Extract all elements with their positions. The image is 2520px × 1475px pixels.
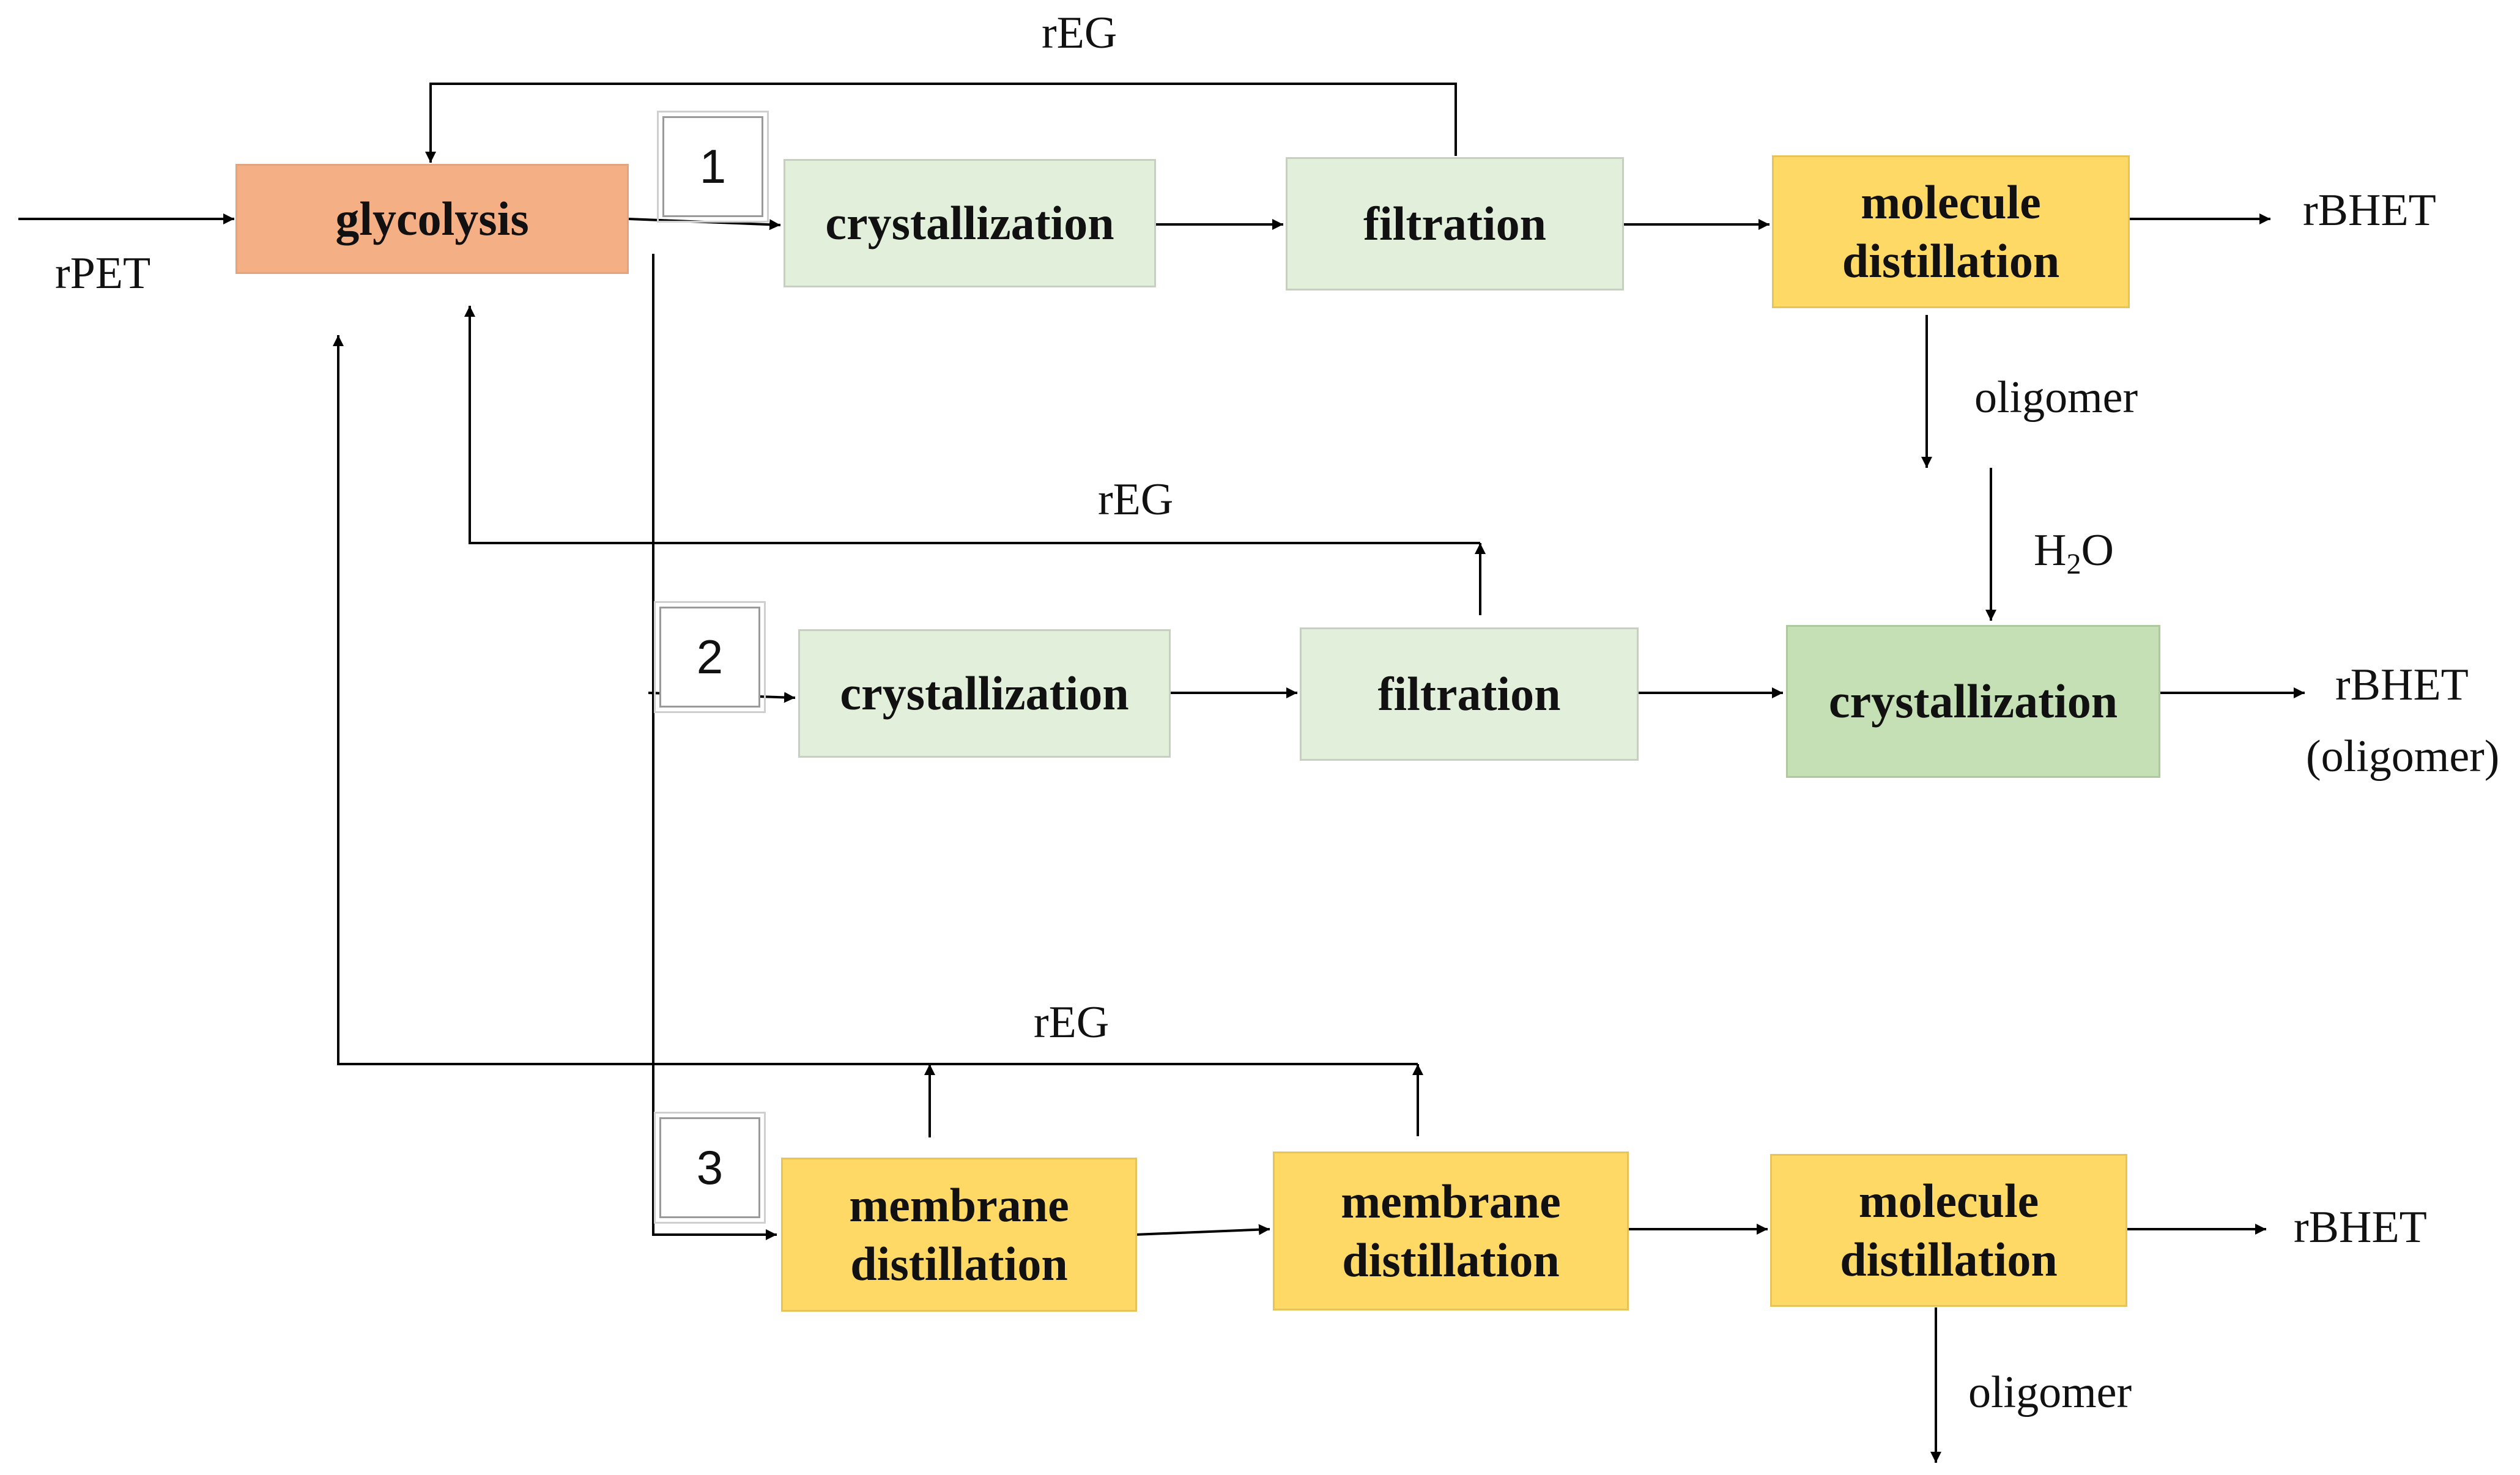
r1-filtration-box-label: filtration [1363, 197, 1546, 250]
reg-top-label: rEG [1042, 8, 1117, 58]
r3-product-label: rBHET [2294, 1202, 2427, 1252]
r2-filtration-box: filtration [1300, 627, 1639, 761]
r2-filtration-box-label: filtration [1377, 667, 1561, 720]
r2-crystallization-box: crystallization [798, 629, 1171, 758]
r1-oligomer-label: oligomer [1974, 372, 2138, 423]
glycolysis-box: glycolysis [235, 164, 629, 274]
r3-membrane-distillation-1-box: membrane distillation [781, 1158, 1137, 1312]
route-2-tag: 2 [654, 601, 766, 713]
glycolysis-box-label: glycolysis [335, 192, 529, 245]
water-label-main: H [2034, 525, 2067, 575]
reg-middle-label: rEG [1098, 475, 1174, 525]
feed-label: rPET [55, 248, 151, 298]
r1-molecule-distillation-box-label: molecule distillation [1842, 176, 2060, 287]
r2-crystallization-final-box-label: crystallization [1828, 675, 2118, 728]
r1-crystallization-box-label: crystallization [825, 196, 1114, 250]
r1-molecule-distillation-box: molecule distillation [1772, 155, 2130, 308]
r3-reg-recycle-line [333, 335, 1418, 1065]
r1-filtration-box: filtration [1286, 157, 1624, 290]
r1-crystallization-box: crystallization [784, 159, 1156, 287]
r1-product-label: rBHET [2303, 185, 2436, 235]
r2-crystallization-final-box: crystallization [1786, 625, 2160, 778]
r3-membrane-distillation-1-box-label: membrane distillation [849, 1178, 1069, 1290]
r2-product-note-label: (oligomer) [2306, 731, 2500, 782]
r3-oligomer-label: oligomer [1968, 1367, 2132, 1418]
r1-reg-recycle-line [425, 83, 1457, 163]
r3-membrane-distillation-2-box-label: membrane distillation [1341, 1175, 1561, 1287]
water-label: H2O [2034, 525, 2114, 590]
r1-glycolysis-to-crystallization-arrow [628, 218, 781, 231]
route-1-tag: 1 [657, 111, 769, 223]
r3-molecule-distillation-box-label: molecule distillation [1840, 1174, 2058, 1286]
route-3-tag: 3 [654, 1112, 766, 1224]
r2-crystallization-box-label: crystallization [840, 667, 1129, 720]
r3-md1-to-md2-arrow [1134, 1224, 1270, 1236]
r2-product-label: rBHET [2335, 660, 2469, 710]
r3-membrane-distillation-2-box: membrane distillation [1273, 1152, 1629, 1310]
water-label-tail: O [2081, 525, 2114, 575]
r3-molecule-distillation-box: molecule distillation [1770, 1154, 2127, 1307]
route-split-line [652, 254, 777, 1240]
water-label-subscript: 2 [2066, 548, 2081, 580]
r2-reg-recycle-line [464, 306, 1480, 544]
reg-bottom-label: rEG [1034, 997, 1110, 1048]
